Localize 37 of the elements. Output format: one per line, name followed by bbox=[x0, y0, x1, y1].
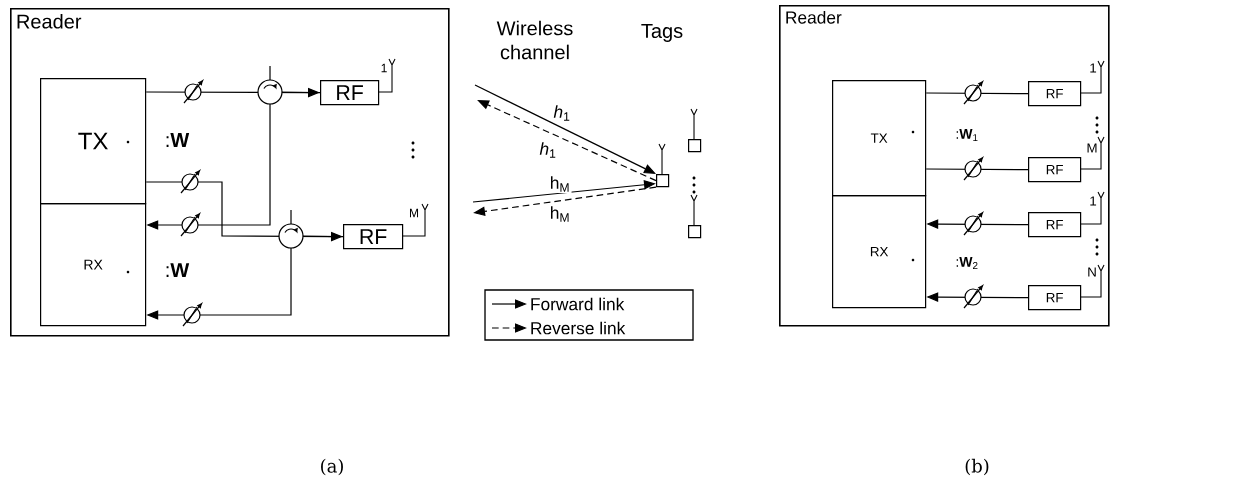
edge-label: h$_{M}$ bbox=[548, 174, 572, 194]
connector bbox=[925, 92, 1029, 95]
tag-box bbox=[688, 225, 702, 239]
label-text: :W bbox=[166, 133, 190, 147]
label-text: :W bbox=[166, 263, 190, 277]
label-text: :W$_{2}$ bbox=[956, 257, 978, 269]
edge-label: h$_{1}$ bbox=[538, 140, 558, 160]
tag-box bbox=[688, 139, 702, 153]
label-text: M bbox=[1087, 143, 1097, 153]
label-text: N bbox=[1088, 267, 1096, 277]
rf-box: RF bbox=[1028, 212, 1082, 238]
rf-box: RF bbox=[320, 80, 380, 106]
label-text: (b) bbox=[965, 458, 989, 476]
processing-block: RX bbox=[832, 195, 927, 309]
label-text: (a) bbox=[321, 458, 343, 476]
label-text: M bbox=[410, 208, 418, 218]
rf-box: RF bbox=[1028, 157, 1082, 183]
rf-box: RF bbox=[343, 224, 404, 250]
rf-box: RF bbox=[1028, 81, 1082, 107]
legend-label: Forward link bbox=[531, 297, 625, 311]
label-text: 1 bbox=[1090, 63, 1097, 73]
tag-box bbox=[656, 174, 670, 188]
connector bbox=[925, 168, 1029, 171]
processing-block: TX bbox=[832, 80, 927, 197]
edge-label: h$_{1}$ bbox=[552, 103, 572, 123]
processing-block: RX bbox=[40, 203, 147, 327]
arrow bbox=[477, 100, 657, 182]
label-text: :W$_{1}$ bbox=[956, 129, 978, 141]
label-text: Tags bbox=[641, 24, 683, 42]
legend-label: Reverse link bbox=[531, 321, 626, 335]
edge-label: h$_{M}$ bbox=[548, 204, 572, 224]
rf-box: RF bbox=[1028, 285, 1082, 311]
label-text: 1 bbox=[1090, 196, 1097, 206]
arrow bbox=[474, 84, 656, 174]
processing-block: TX bbox=[40, 78, 147, 205]
label-text: 1 bbox=[381, 63, 387, 73]
label-text: Wireless channel bbox=[496, 20, 573, 60]
